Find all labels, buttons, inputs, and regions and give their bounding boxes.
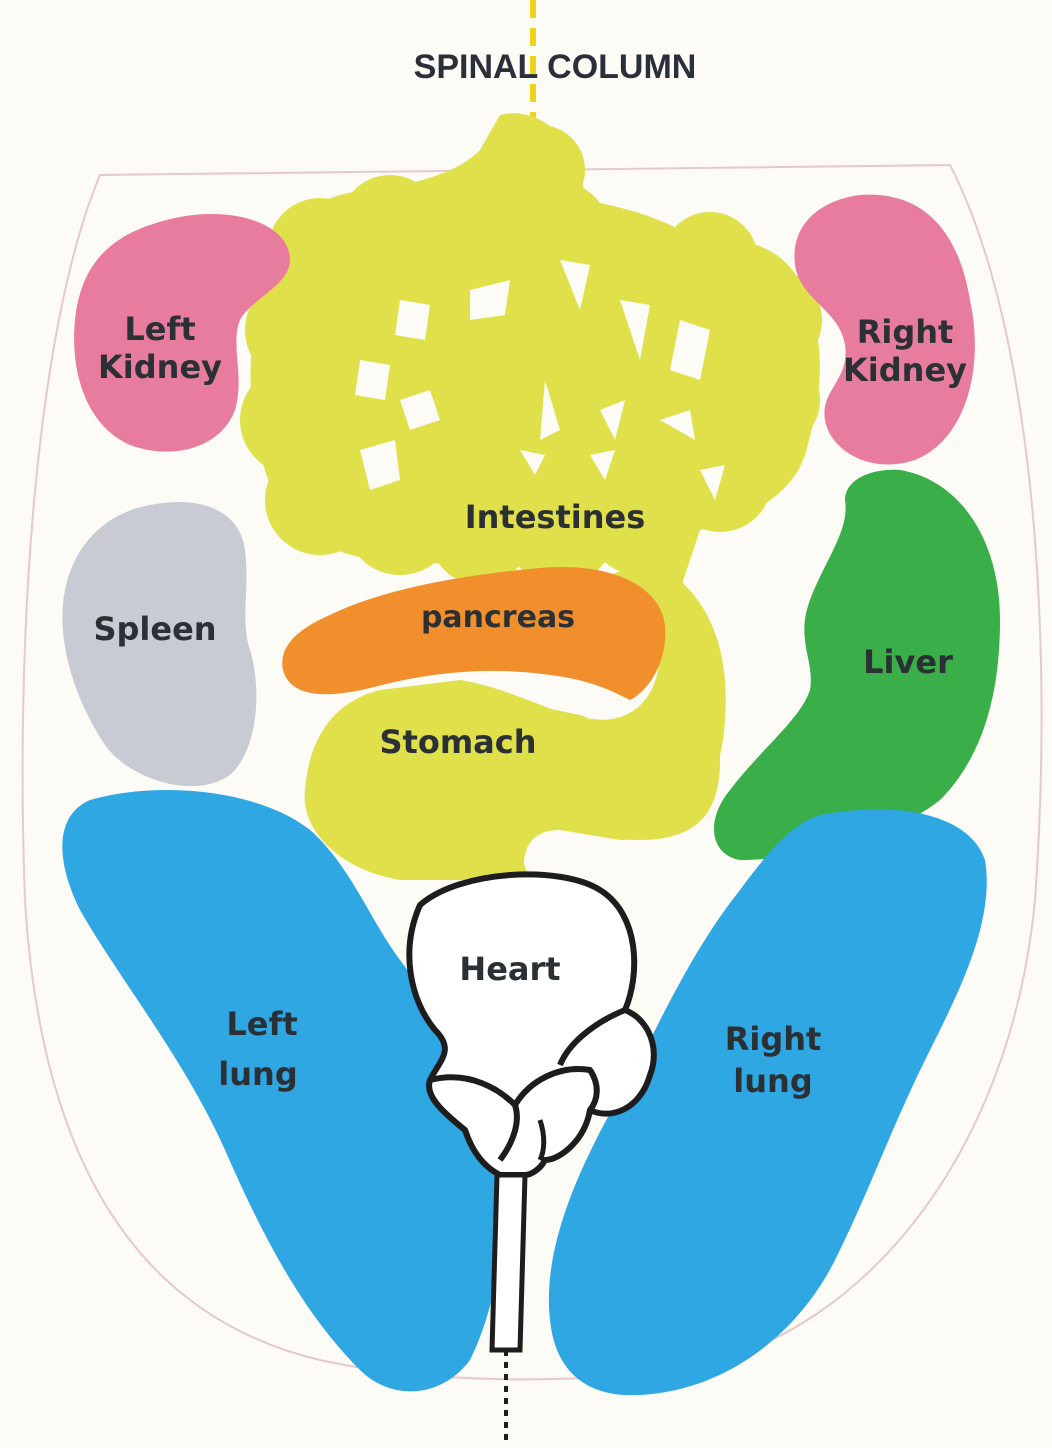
left-kidney-label-line2: Kidney [98, 348, 222, 386]
spleen-label: Spleen [93, 610, 216, 648]
left-lung-label-line1: Left [226, 1005, 297, 1043]
liver-label: Liver [863, 643, 953, 681]
heart-label: Heart [459, 950, 560, 988]
right-lung-label-line2: lung [733, 1062, 812, 1100]
spinal-column-label: SPINAL COLUMN [414, 48, 697, 86]
intestines-label: Intestines [465, 498, 646, 536]
right-lung-label-line1: Right [725, 1020, 822, 1058]
right-kidney-label-line1: Right [857, 313, 954, 351]
left-kidney-label-line1: Left [124, 310, 195, 348]
liver [714, 470, 1000, 860]
pancreas-label: pancreas [421, 600, 575, 635]
stomach [312, 691, 604, 880]
stomach-label: Stomach [379, 723, 536, 761]
right-kidney-label-line2: Kidney [843, 351, 967, 389]
left-lung-label-line2: lung [218, 1055, 297, 1093]
